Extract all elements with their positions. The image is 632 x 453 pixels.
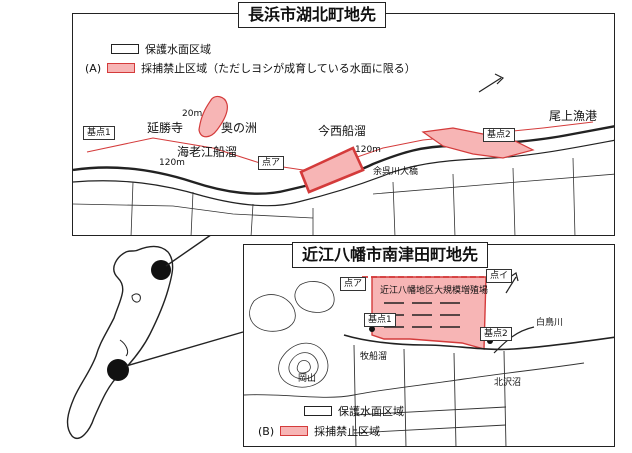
legend-row-a2: (A) 採捕禁止区域（ただしヨシが成育している水面に限る） xyxy=(85,60,416,76)
label-20m: 20m xyxy=(182,109,203,119)
legend-swatch-protect-b xyxy=(304,406,332,416)
prohibit-zone-okunosu xyxy=(198,95,228,138)
tag-point-a-a: 点ア xyxy=(258,156,285,170)
label-120m-a: 120m xyxy=(159,158,185,168)
panel-a-title: 長浜市湖北町地先 xyxy=(238,2,387,28)
legend-label-protect-b: 保護水面区域 xyxy=(338,405,404,418)
label-hakucho: 白鳥川 xyxy=(536,318,564,328)
label-okunosu: 奥の洲 xyxy=(221,121,258,135)
label-yogo: 余呉川大橋 xyxy=(373,167,419,177)
lake-inlet xyxy=(119,339,129,357)
label-levee-b: 近江八幡地区大規模増殖場 xyxy=(380,286,489,296)
prohibit-zone-imanishi xyxy=(299,146,365,194)
legend-row-b1: 保護水面区域 xyxy=(304,403,404,419)
tag-base2-a: 基点2 xyxy=(483,128,515,142)
map-b-drawing xyxy=(244,272,614,446)
prohibit-zone-onoe xyxy=(421,127,535,159)
contour-hill-left xyxy=(249,281,335,332)
contour-hill-okayama xyxy=(278,342,329,388)
legend-label-prohibit-b: 採捕禁止区域 xyxy=(314,425,381,438)
tag-point-i-b: 点イ xyxy=(486,269,513,283)
road-a xyxy=(73,139,614,207)
legend-row-b2: (B) 採捕禁止区域 xyxy=(258,423,380,439)
road-grid-b xyxy=(244,344,585,446)
map-panel-a: 保護水面区域 (A) 採捕禁止区域（ただしヨシが成育している水面に限る） 延勝寺… xyxy=(72,13,615,236)
tag-base2-b: 基点2 xyxy=(480,327,512,341)
label-onoe: 尾上漁港 xyxy=(549,109,598,123)
map-panel-b: 点ア 点イ 基点1 基点2 近江八幡地区大規模増殖場 白鳥川 牧船溜 岡山 北沢… xyxy=(243,244,615,447)
label-makibune: 牧船溜 xyxy=(360,352,388,362)
label-okayama: 岡山 xyxy=(298,374,317,384)
lake-outline xyxy=(66,245,174,439)
label-120m-b: 120m xyxy=(355,145,381,155)
legend-id-b: (B) xyxy=(258,424,275,438)
label-enshoji: 延勝寺 xyxy=(147,121,184,135)
legend-label-prohibit-a: 採捕禁止区域（ただしヨシが成育している水面に限る） xyxy=(141,62,416,75)
field-grid-a xyxy=(73,157,614,235)
prohibit-zone-levee xyxy=(371,276,487,350)
legend-swatch-prohibit-b xyxy=(280,426,309,436)
legend-row-a1: 保護水面区域 xyxy=(111,41,211,57)
base-point-1-marker xyxy=(369,326,375,332)
label-kitazawa: 北沢沼 xyxy=(494,378,522,388)
leader-line-a xyxy=(165,229,219,267)
label-imanishi: 今西船溜 xyxy=(318,124,367,138)
north-arrow-a xyxy=(478,73,505,93)
panel-b-title: 近江八幡市南津田町地先 xyxy=(292,242,489,268)
location-dot-b xyxy=(107,359,129,381)
legend-label-protect-a: 保護水面区域 xyxy=(145,43,211,56)
leader-line-b xyxy=(125,331,244,367)
legend-swatch-protect-a xyxy=(111,44,139,54)
location-dot-a xyxy=(151,260,171,280)
label-ebie: 海老江船溜 xyxy=(177,145,238,159)
tag-base1-a: 基点1 xyxy=(83,126,115,140)
river-hakucho xyxy=(493,326,535,354)
lake-island xyxy=(131,293,141,303)
legend-id-a: (A) xyxy=(85,61,102,75)
tag-point-a-b: 点ア xyxy=(340,277,367,291)
legend-swatch-prohibit-a xyxy=(107,63,136,73)
tag-base1-b: 基点1 xyxy=(364,313,396,327)
shoreline-b xyxy=(343,334,614,351)
